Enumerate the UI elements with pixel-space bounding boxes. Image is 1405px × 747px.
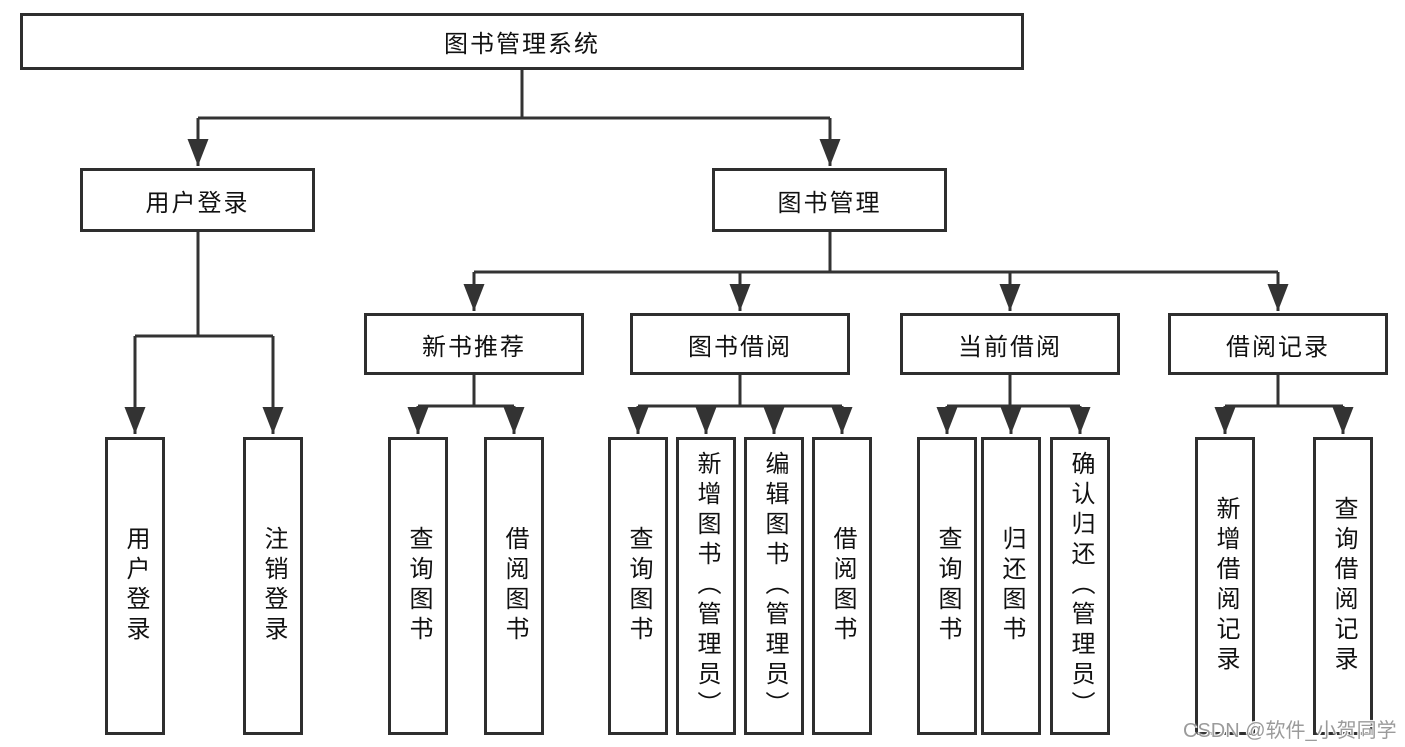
leaf-add-book-admin: 新增图书（管理员） (676, 437, 736, 735)
node-current-borrowing: 当前借阅 (900, 313, 1120, 375)
leaf-borrow-books-borrowing: 借阅图书 (812, 437, 872, 735)
leaf-add-borrow-record: 新增借阅记录 (1195, 437, 1255, 735)
node-label: 归还图书 (998, 526, 1025, 646)
node-label: 新增图书（管理员） (693, 451, 720, 721)
watermark: CSDN @软件_小贺同学 (1183, 720, 1397, 742)
leaf-query-books-borrowing: 查询图书 (608, 437, 668, 735)
node-label: 查询图书 (934, 526, 961, 646)
node-label: 借阅图书 (829, 526, 856, 646)
node-label: 图书管理系统 (444, 31, 600, 58)
node-book-borrowing: 图书借阅 (630, 313, 850, 375)
node-library-system: 图书管理系统 (20, 13, 1024, 70)
node-label: 新书推荐 (422, 333, 526, 361)
node-label: 查询图书 (405, 526, 432, 646)
leaf-user-login: 用户登录 (105, 437, 165, 735)
node-book-management: 图书管理 (712, 168, 947, 232)
node-label: 图书管理 (777, 189, 882, 217)
leaf-return-books: 归还图书 (981, 437, 1041, 735)
node-label: 查询图书 (625, 526, 652, 646)
node-label: 借阅记录 (1226, 333, 1330, 361)
leaf-confirm-return-admin: 确认归还（管理员） (1050, 437, 1110, 735)
node-label: 注销登录 (260, 526, 287, 646)
node-borrowing-records: 借阅记录 (1168, 313, 1388, 375)
leaf-query-borrow-record: 查询借阅记录 (1313, 437, 1373, 735)
node-label: 当前借阅 (958, 333, 1062, 361)
node-user-login: 用户登录 (80, 168, 315, 232)
leaf-query-books-current: 查询图书 (917, 437, 977, 735)
node-new-book-recommend: 新书推荐 (364, 313, 584, 375)
leaf-borrow-books-recommend: 借阅图书 (484, 437, 544, 735)
leaf-edit-book-admin: 编辑图书（管理员） (744, 437, 804, 735)
node-label: 图书借阅 (688, 333, 792, 361)
node-label: 确认归还（管理员） (1067, 451, 1094, 721)
node-label: 查询借阅记录 (1330, 496, 1357, 676)
node-label: 借阅图书 (501, 526, 528, 646)
node-label: 新增借阅记录 (1212, 496, 1239, 676)
leaf-logout: 注销登录 (243, 437, 303, 735)
leaf-query-books-recommend: 查询图书 (388, 437, 448, 735)
node-label: 用户登录 (145, 189, 250, 217)
node-label: 编辑图书（管理员） (761, 451, 788, 721)
node-label: 用户登录 (122, 526, 149, 646)
